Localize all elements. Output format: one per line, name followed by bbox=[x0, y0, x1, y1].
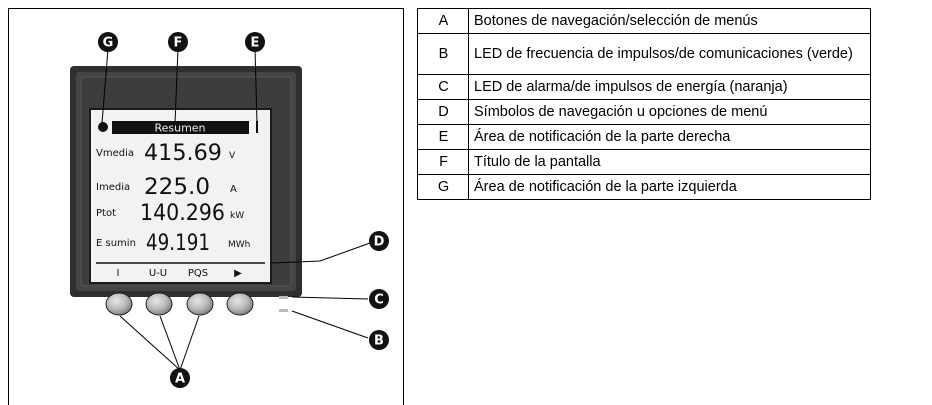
lcd-screen: Resumen Vmedia 415.69 V Imedia 225.0 A P… bbox=[89, 108, 272, 284]
svg-text:C: C bbox=[374, 293, 384, 308]
screen-title: Resumen bbox=[154, 122, 205, 135]
menu-item-u-u: U-U bbox=[149, 268, 167, 279]
nav-button-4[interactable] bbox=[226, 292, 254, 316]
legend-key: D bbox=[417, 99, 469, 125]
reading-unit-4: MWh bbox=[228, 240, 250, 250]
menu-item-pqs: PQS bbox=[188, 268, 208, 279]
legend-row: G Área de notificación de la parte izqui… bbox=[417, 174, 871, 200]
reading-unit-2: A bbox=[230, 184, 237, 195]
legend-row: A Botones de navegación/selección de men… bbox=[417, 8, 871, 34]
legend-key: F bbox=[417, 149, 469, 175]
legend-text: Símbolos de navegación u opciones de men… bbox=[468, 99, 871, 125]
legend-key: C bbox=[417, 74, 469, 100]
svg-text:G: G bbox=[103, 36, 114, 51]
legend-key: E bbox=[417, 124, 469, 150]
svg-text:B: B bbox=[374, 334, 384, 349]
nav-button-2[interactable] bbox=[145, 292, 173, 316]
callout-c: C bbox=[369, 289, 389, 309]
alarm-led bbox=[279, 296, 288, 299]
reading-label-3: Ptot bbox=[96, 208, 116, 219]
legend-table: A Botones de navegación/selección de men… bbox=[417, 8, 871, 200]
reading-value-3: 140.296 bbox=[140, 201, 225, 226]
pulse-led bbox=[279, 309, 288, 312]
legend-text: Área de notificación de la parte derecha bbox=[468, 124, 871, 150]
reading-value-4: 49.191 bbox=[146, 231, 210, 256]
callout-a: A bbox=[170, 368, 190, 388]
reading-label-2: Imedia bbox=[96, 182, 130, 193]
leader-a-2 bbox=[159, 315, 181, 371]
meter-diagram: Resumen Vmedia 415.69 V Imedia 225.0 A P… bbox=[70, 32, 389, 388]
leader-f bbox=[174, 48, 179, 124]
legend-row: B LED de frecuencia de impulsos/de comun… bbox=[417, 33, 871, 75]
menu-item-i: I bbox=[117, 268, 120, 279]
legend-row: D Símbolos de navegación u opciones de m… bbox=[417, 99, 871, 125]
right-notification-mark bbox=[256, 121, 258, 133]
legend-text: Título de la pantalla bbox=[468, 149, 871, 175]
legend-text: LED de alarma/de impulsos de energía (na… bbox=[468, 74, 871, 100]
reading-value-2: 225.0 bbox=[144, 175, 210, 200]
legend-row: C LED de alarma/de impulsos de energía (… bbox=[417, 74, 871, 100]
legend-key: G bbox=[417, 174, 469, 200]
callout-d: D bbox=[369, 231, 389, 251]
left-notification-dot bbox=[98, 122, 108, 132]
legend-key: A bbox=[417, 8, 469, 34]
screen-title-bar bbox=[112, 121, 249, 134]
navigation-buttons bbox=[105, 292, 254, 316]
leader-e bbox=[254, 48, 258, 124]
callout-e: E bbox=[245, 32, 265, 52]
leader-lines bbox=[101, 48, 371, 371]
callout-g: G bbox=[98, 32, 118, 52]
reading-label-1: Vmedia bbox=[96, 148, 134, 159]
leader-a-3 bbox=[179, 315, 200, 371]
legend-row: F Título de la pantalla bbox=[417, 149, 871, 175]
reading-unit-3: kW bbox=[230, 211, 244, 221]
legend-text: LED de frecuencia de impulsos/de comunic… bbox=[468, 33, 871, 75]
legend-text: Área de notificación de la parte izquier… bbox=[468, 174, 871, 200]
nav-button-3[interactable] bbox=[186, 292, 214, 316]
svg-text:D: D bbox=[374, 235, 385, 250]
legend-key: B bbox=[417, 33, 469, 75]
callout-f: F bbox=[168, 32, 188, 52]
leader-c bbox=[291, 296, 369, 300]
legend-row: E Área de notificación de la parte derec… bbox=[417, 124, 871, 150]
menu-arrow-icon: ▶ bbox=[234, 268, 242, 279]
nav-button-1[interactable] bbox=[105, 292, 133, 316]
legend-text: Botones de navegación/selección de menús bbox=[468, 8, 871, 34]
reading-value-1: 415.69 bbox=[144, 141, 222, 166]
svg-text:E: E bbox=[251, 36, 260, 51]
svg-text:F: F bbox=[174, 36, 183, 51]
leader-b bbox=[291, 310, 369, 339]
reading-label-4: E sumin bbox=[96, 238, 136, 249]
leader-g bbox=[101, 48, 109, 124]
callout-b: B bbox=[369, 330, 389, 350]
figure-frame bbox=[8, 8, 404, 405]
leader-a-1 bbox=[119, 315, 181, 371]
svg-text:A: A bbox=[175, 372, 185, 387]
leader-d bbox=[271, 242, 371, 264]
reading-unit-1: V bbox=[229, 151, 236, 161]
